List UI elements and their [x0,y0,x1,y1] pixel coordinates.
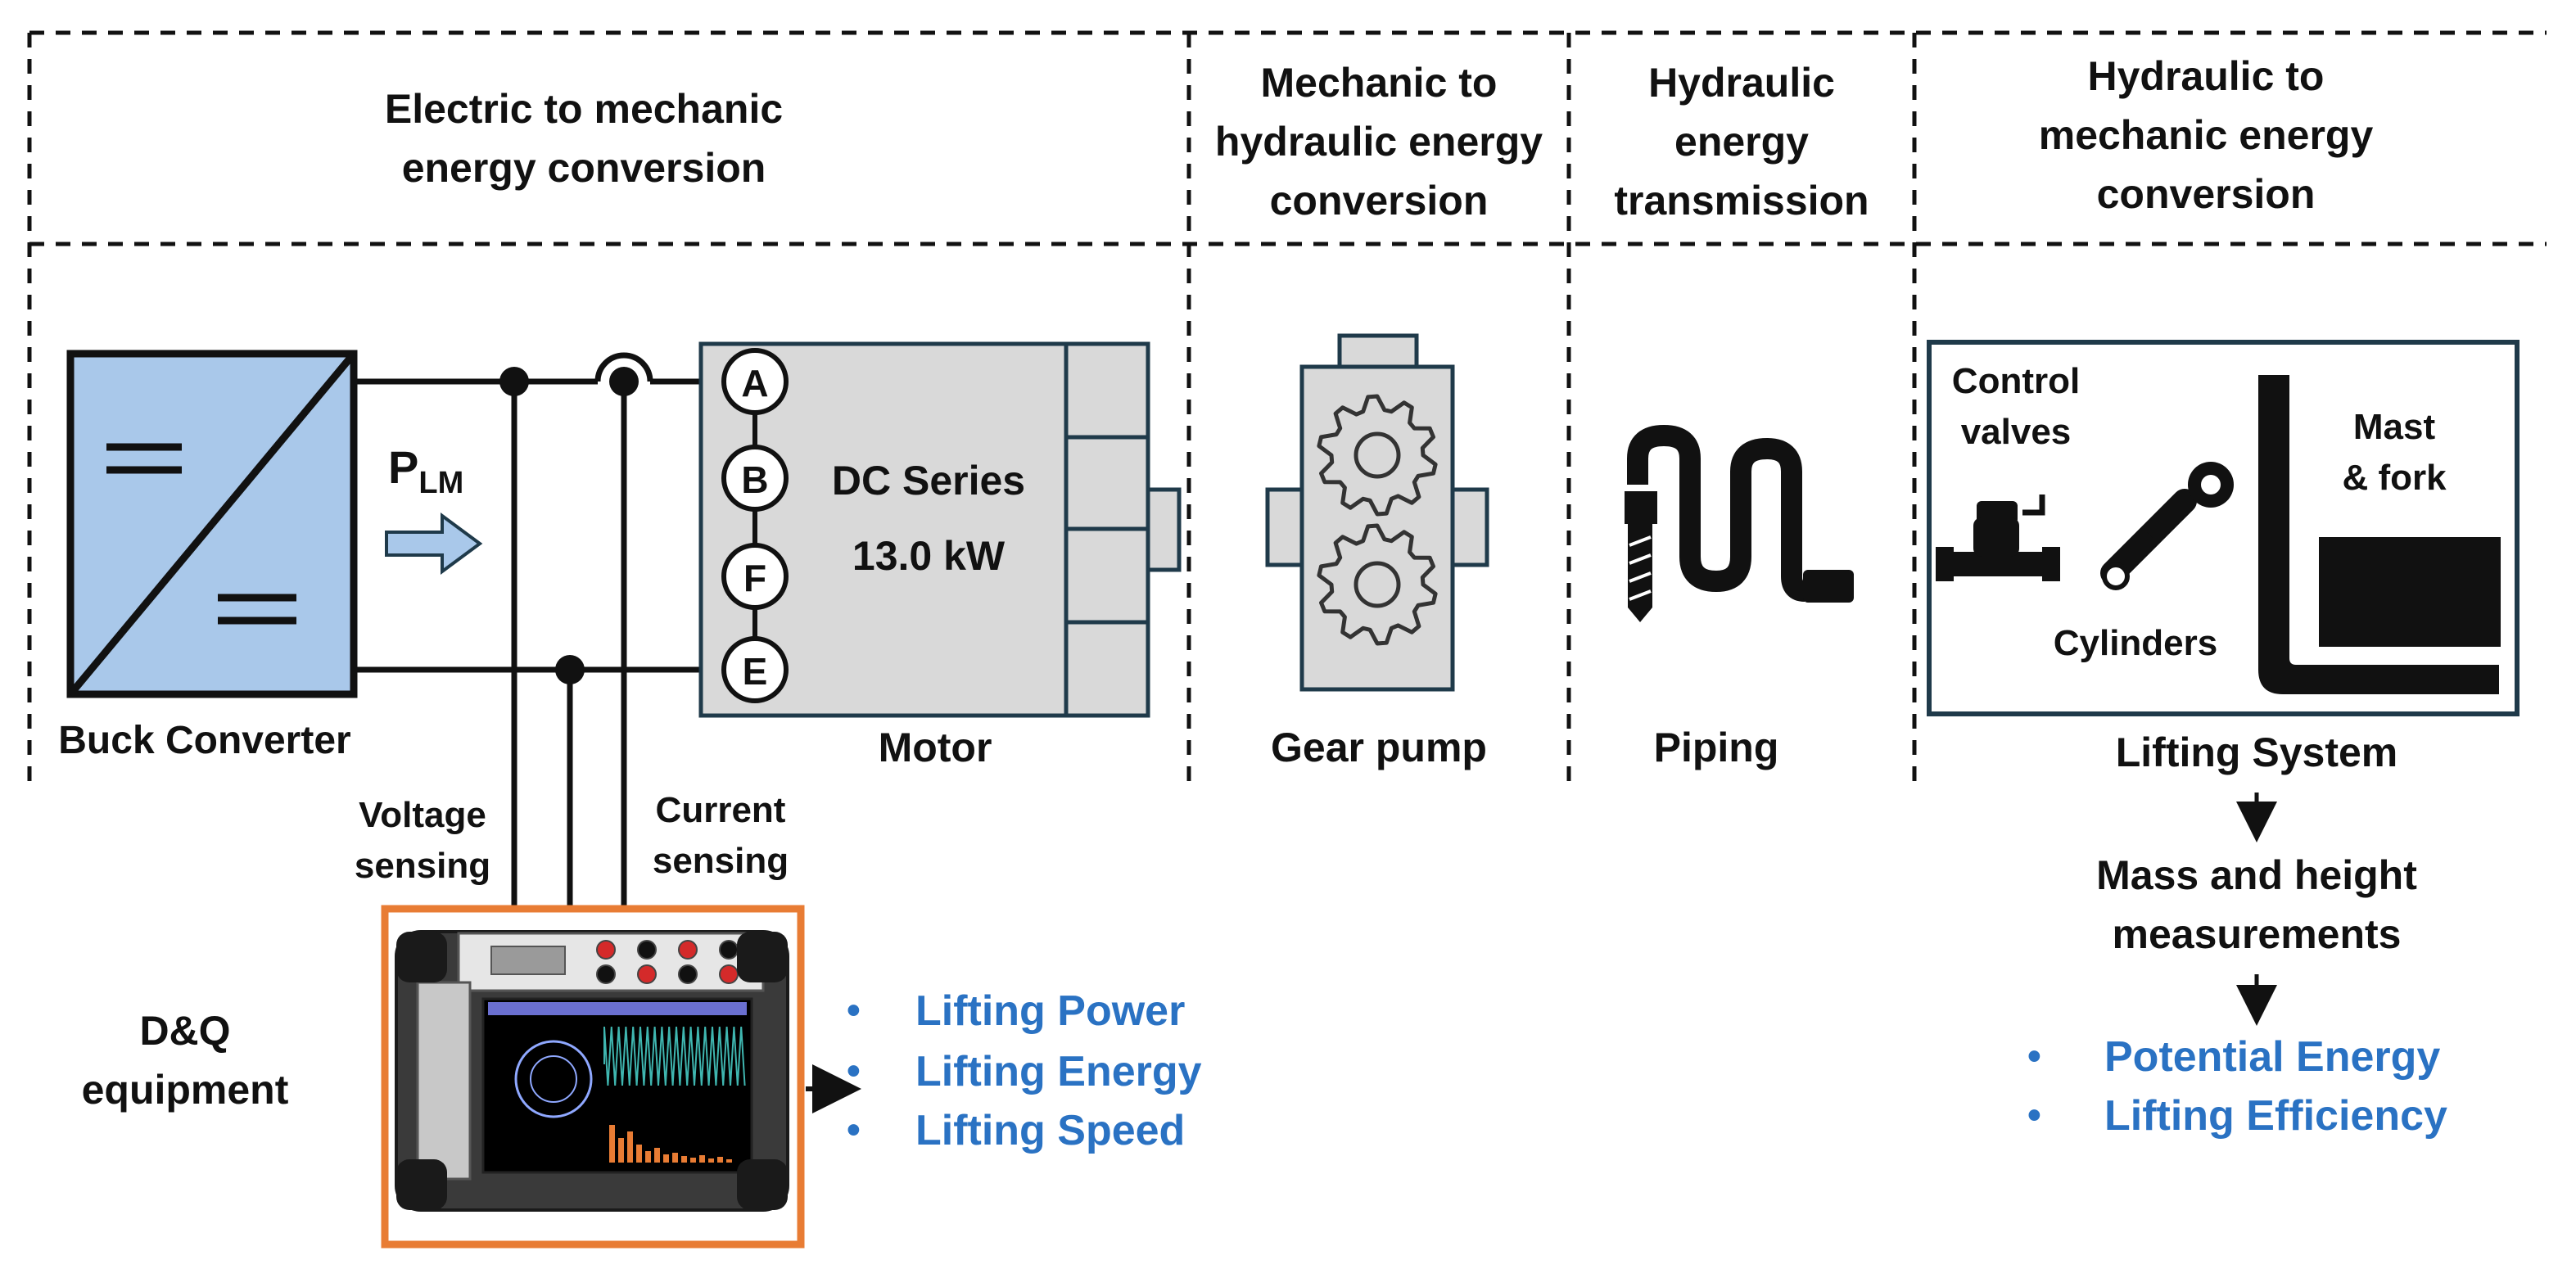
pump-left-port [1265,487,1304,567]
terminal-label-b: B [741,458,768,501]
lifting-system-label: Lifting System [2116,729,2397,775]
pipe-fitting-left [1625,491,1657,524]
lifting-output-bullet-1: • [2027,1035,2041,1078]
motor-terminal-f: F [721,543,789,610]
daq-screen-header [488,1002,747,1015]
daq-bumper-right-top [737,932,788,982]
daq-screen-polar-plot [514,1040,593,1118]
daq-label-line2: equipment [82,1067,289,1113]
pipe-fitting-right [1803,570,1854,603]
heading-mech-hyd-line2: hydraulic energy [1215,119,1543,165]
measurements-line1: Mass and height [2096,852,2417,898]
wire-crossover-hop [594,352,653,382]
daq-screen-waveform [603,1026,746,1086]
daq-screen-spectrum [609,1125,732,1163]
voltage-sensing-line1: Voltage [359,795,486,835]
daq-screen [481,997,753,1174]
motor-label: Motor [879,725,992,770]
section-dividers [27,30,2547,790]
mast-label-line2: & fork [2342,458,2447,498]
pipe-icon [1625,425,1854,622]
heading-transmission-line2: energy [1674,119,1809,165]
wiring [354,352,724,909]
heading-hyd-mech-line2: mechanic energy [2039,112,2374,158]
heading-mech-hyd-line3: conversion [1270,178,1489,224]
heading-hyd-mech-line3: conversion [2097,171,2316,217]
load-block [2319,537,2501,647]
motor-type: DC Series [832,458,1025,504]
pipe-run [1627,425,1805,602]
lifting-frame [1927,340,2520,716]
daq-output-lifting-speed: Lifting Speed [915,1107,1185,1154]
control-valves-line1: Control [1952,361,2080,401]
mast-and-fork [2258,375,2499,694]
heading-hyd-mech-line1: Hydraulic to [2088,53,2325,99]
cylinders-label: Cylinders [2054,623,2218,663]
motor-terminal-e: E [721,636,789,703]
motor-terminal-a: A [721,348,789,415]
junction-negative [555,655,585,684]
lifting-output-bullet-2: • [2027,1094,2041,1137]
power-label: PLM [388,441,463,500]
daq-bumper-left-bottom [396,1159,447,1210]
current-sensing-line2: sensing [653,841,789,881]
control-valves-line2: valves [1961,412,2072,452]
motor-terminal-b: B [721,445,789,512]
daq-bumper-left-top [396,932,447,982]
junction-current [609,367,639,396]
pump-right-port [1450,487,1489,567]
power-symbol: P [388,441,418,493]
pump-top-port [1337,333,1419,369]
terminal-label-f: F [743,557,766,599]
heading-transmission-line1: Hydraulic [1648,60,1835,106]
terminal-label-e: E [743,650,768,693]
voltage-sensing-line2: sensing [355,846,490,886]
terminal-label-a: A [741,362,768,404]
current-sensing-line1: Current [656,790,786,830]
heading-mech-hyd-line1: Mechanic to [1261,60,1498,106]
control-valve-icon [1936,495,2060,581]
heading-transmission-line3: transmission [1614,178,1869,224]
hydraulic-cylinder-icon [2100,462,2234,590]
heading-electric-line1: Electric to mechanic [385,86,783,132]
daq-connectors [490,940,739,984]
power-subscript: LM [418,466,463,500]
buck-converter [66,350,358,698]
converter-label: Buck Converter [58,719,350,762]
motor-shaft [1146,487,1182,572]
daq-output-bullet-3: • [847,1109,861,1152]
daq-output-lifting-power: Lifting Power [915,987,1185,1035]
mast-label-line1: Mast [2353,407,2436,447]
daq-output-lifting-energy: Lifting Energy [915,1048,1202,1095]
gear-pump-label: Gear pump [1271,725,1487,770]
lifting-system [1927,340,2520,716]
piping-label: Piping [1654,725,1779,770]
daq-label-line1: D&Q [139,1008,230,1054]
motor-rating: 13.0 kW [852,533,1006,579]
lifting-output-potential-energy: Potential Energy [2104,1033,2440,1081]
junction-positive [499,367,529,396]
converter-diagonal [67,351,357,697]
gear-top-icon [1317,394,1438,517]
heading-electric-line2: energy conversion [402,145,766,191]
lifting-output-efficiency: Lifting Efficiency [2104,1092,2447,1140]
thread-marks [1629,535,1652,601]
daq-side-panel [416,981,472,1181]
power-flow-arrow [385,513,483,575]
gear-bottom-icon [1317,523,1438,646]
daq-output-bullet-1: • [847,989,861,1032]
data-acquisition-device-icon [395,930,789,1212]
daq-output-bullet-2: • [847,1050,861,1093]
daq-bumper-right-bottom [737,1159,788,1210]
gear-pump-icon [1265,333,1489,692]
measurements-line2: measurements [2113,911,2402,957]
